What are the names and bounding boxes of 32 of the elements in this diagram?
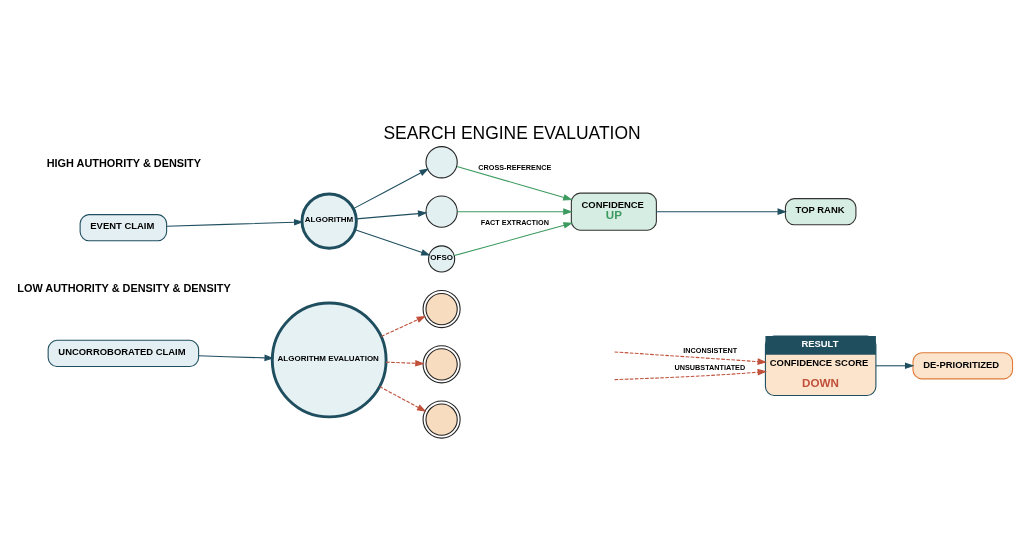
arrow (166, 218, 304, 227)
arrow (352, 168, 429, 209)
node-box: TOP RANK (784, 197, 857, 225)
arrow (379, 385, 427, 412)
edge-label: INCONSISTENT (683, 345, 738, 355)
arrow (456, 207, 573, 215)
node-box: UNCORROBORATED CLAIM (47, 339, 200, 367)
edge-label: CROSS-REFERENCE (478, 162, 552, 172)
diagram-title: SEARCH ENGINE EVALUATION (383, 122, 641, 143)
arrow (354, 228, 431, 255)
node-circle (425, 195, 458, 228)
arrow (456, 165, 573, 200)
node-circle: ALGORITHM (300, 192, 358, 250)
node-box: DE-PRIORITIZED (912, 351, 1014, 379)
arrow (385, 359, 425, 367)
edge-label: FACT EXTRACTION (480, 217, 549, 227)
arrow (875, 361, 915, 369)
node-box: CONFIDENCE UP (570, 192, 657, 231)
arrow (198, 354, 274, 361)
label: HIGH AUTHORITY & DENSITY (46, 156, 201, 169)
arrow (380, 315, 426, 337)
node-box: EVENT CLAIM (79, 213, 168, 241)
label: LOW AUTHORITY & DENSITY & DENSITY (17, 281, 231, 294)
arrow (355, 209, 428, 219)
arrow (655, 207, 787, 215)
node-circle: OFSO (427, 244, 456, 273)
arrow (453, 221, 573, 256)
edge-label: UNSUBSTANTIATED (674, 362, 746, 372)
node-circle: ALGORITHM EVALUATION (270, 301, 388, 418)
arrow (614, 368, 768, 380)
node-circle (425, 145, 458, 178)
arrow (614, 350, 768, 365)
